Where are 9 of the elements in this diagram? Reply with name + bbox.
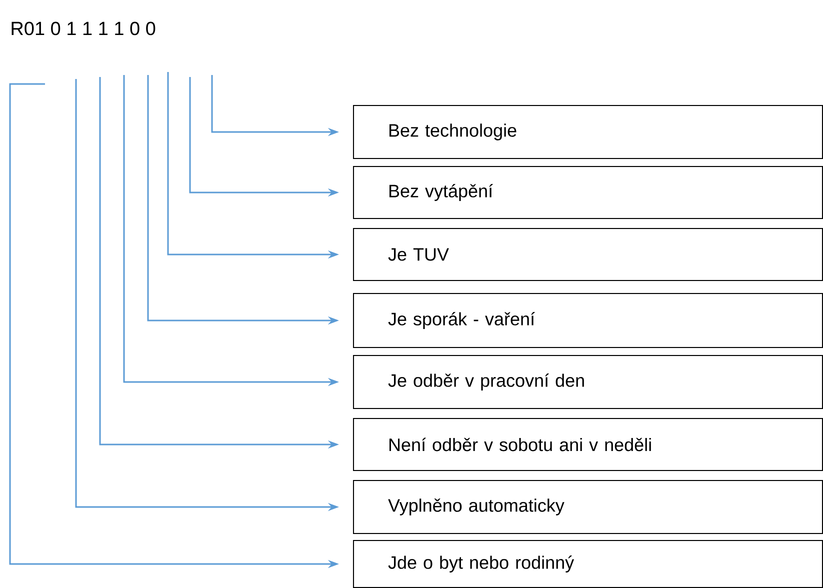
label-box: Je odběr v pracovní den [353, 354, 823, 409]
label-box: Je TUV [353, 228, 823, 281]
label-box: Vyplněno automaticky [353, 480, 823, 534]
code-text: R01 0 1 1 1 1 0 0 [12, 22, 156, 36]
label-box: Není odběr v sobotu ani v neděli [353, 418, 823, 471]
label-box: Bez vytápění [353, 166, 823, 219]
label-box: Je sporák - vaření [353, 292, 823, 348]
label-box: Bez technologie [353, 105, 823, 159]
label-box: Jde o byt nebo rodinný [353, 540, 823, 588]
